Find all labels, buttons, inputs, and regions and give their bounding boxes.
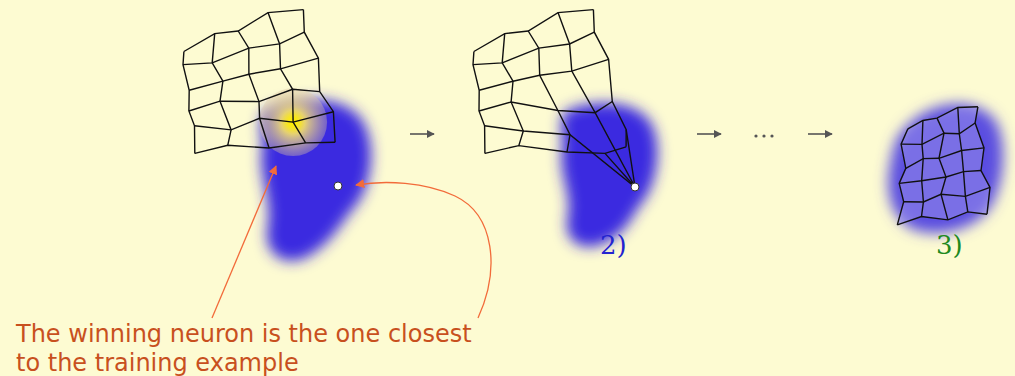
ellipsis-dot [770,134,773,137]
data-distribution [561,103,657,247]
neuron-grid-line [593,10,626,147]
neuron-grid-line [183,32,304,64]
neuron-grid-line [958,108,968,212]
step-arrow [697,133,721,135]
neuron-grid-line [303,10,335,143]
neuron-grid-line [908,107,978,129]
neuron-grid-line [184,10,304,52]
neuron-grid-line [558,13,635,187]
callout-note: The winning neuron is the one closest to… [16,320,486,376]
neuron-grid-line [528,31,570,152]
step-arrow [808,133,832,135]
neuron-grid-line [922,121,924,217]
neuron-grid-line [485,126,635,187]
neuron-grid-line [897,212,987,225]
neuron-grid-line [238,31,269,148]
neuron-grid-line [183,52,195,154]
neuron-grid-line [901,123,975,144]
neuron-grid-line [268,13,306,143]
leader-line [212,166,276,318]
map-fill [897,107,990,225]
neuron-grid-line [975,107,990,214]
ellipsis-dot [754,134,757,137]
neuron-grid-line [474,10,594,52]
training-example [334,182,342,190]
neuron-grid-line [195,142,335,153]
neuron-grid-line [473,52,485,154]
neuron-grid-line [189,89,320,111]
step-number: 3) [936,230,963,260]
neuron-grid-line [904,187,990,202]
neuron-grid-line [502,34,523,146]
leader-line [356,183,491,318]
neuron-grid-line [473,32,594,64]
neuron-grid-line [479,59,608,90]
neuron-grid-line [899,171,981,184]
step-number: 2) [600,230,627,260]
neuron-grid-line [212,34,231,146]
training-example [631,183,639,191]
data-distribution [888,104,1003,233]
neuron-grid-line [906,148,984,169]
step-arrow [410,133,434,135]
ellipsis-dot [762,134,765,137]
neuron-grid-line [485,146,626,154]
neuron-grid-line [937,118,948,220]
neuron-grid-line [195,112,334,130]
neuron-grid-line [897,129,908,225]
